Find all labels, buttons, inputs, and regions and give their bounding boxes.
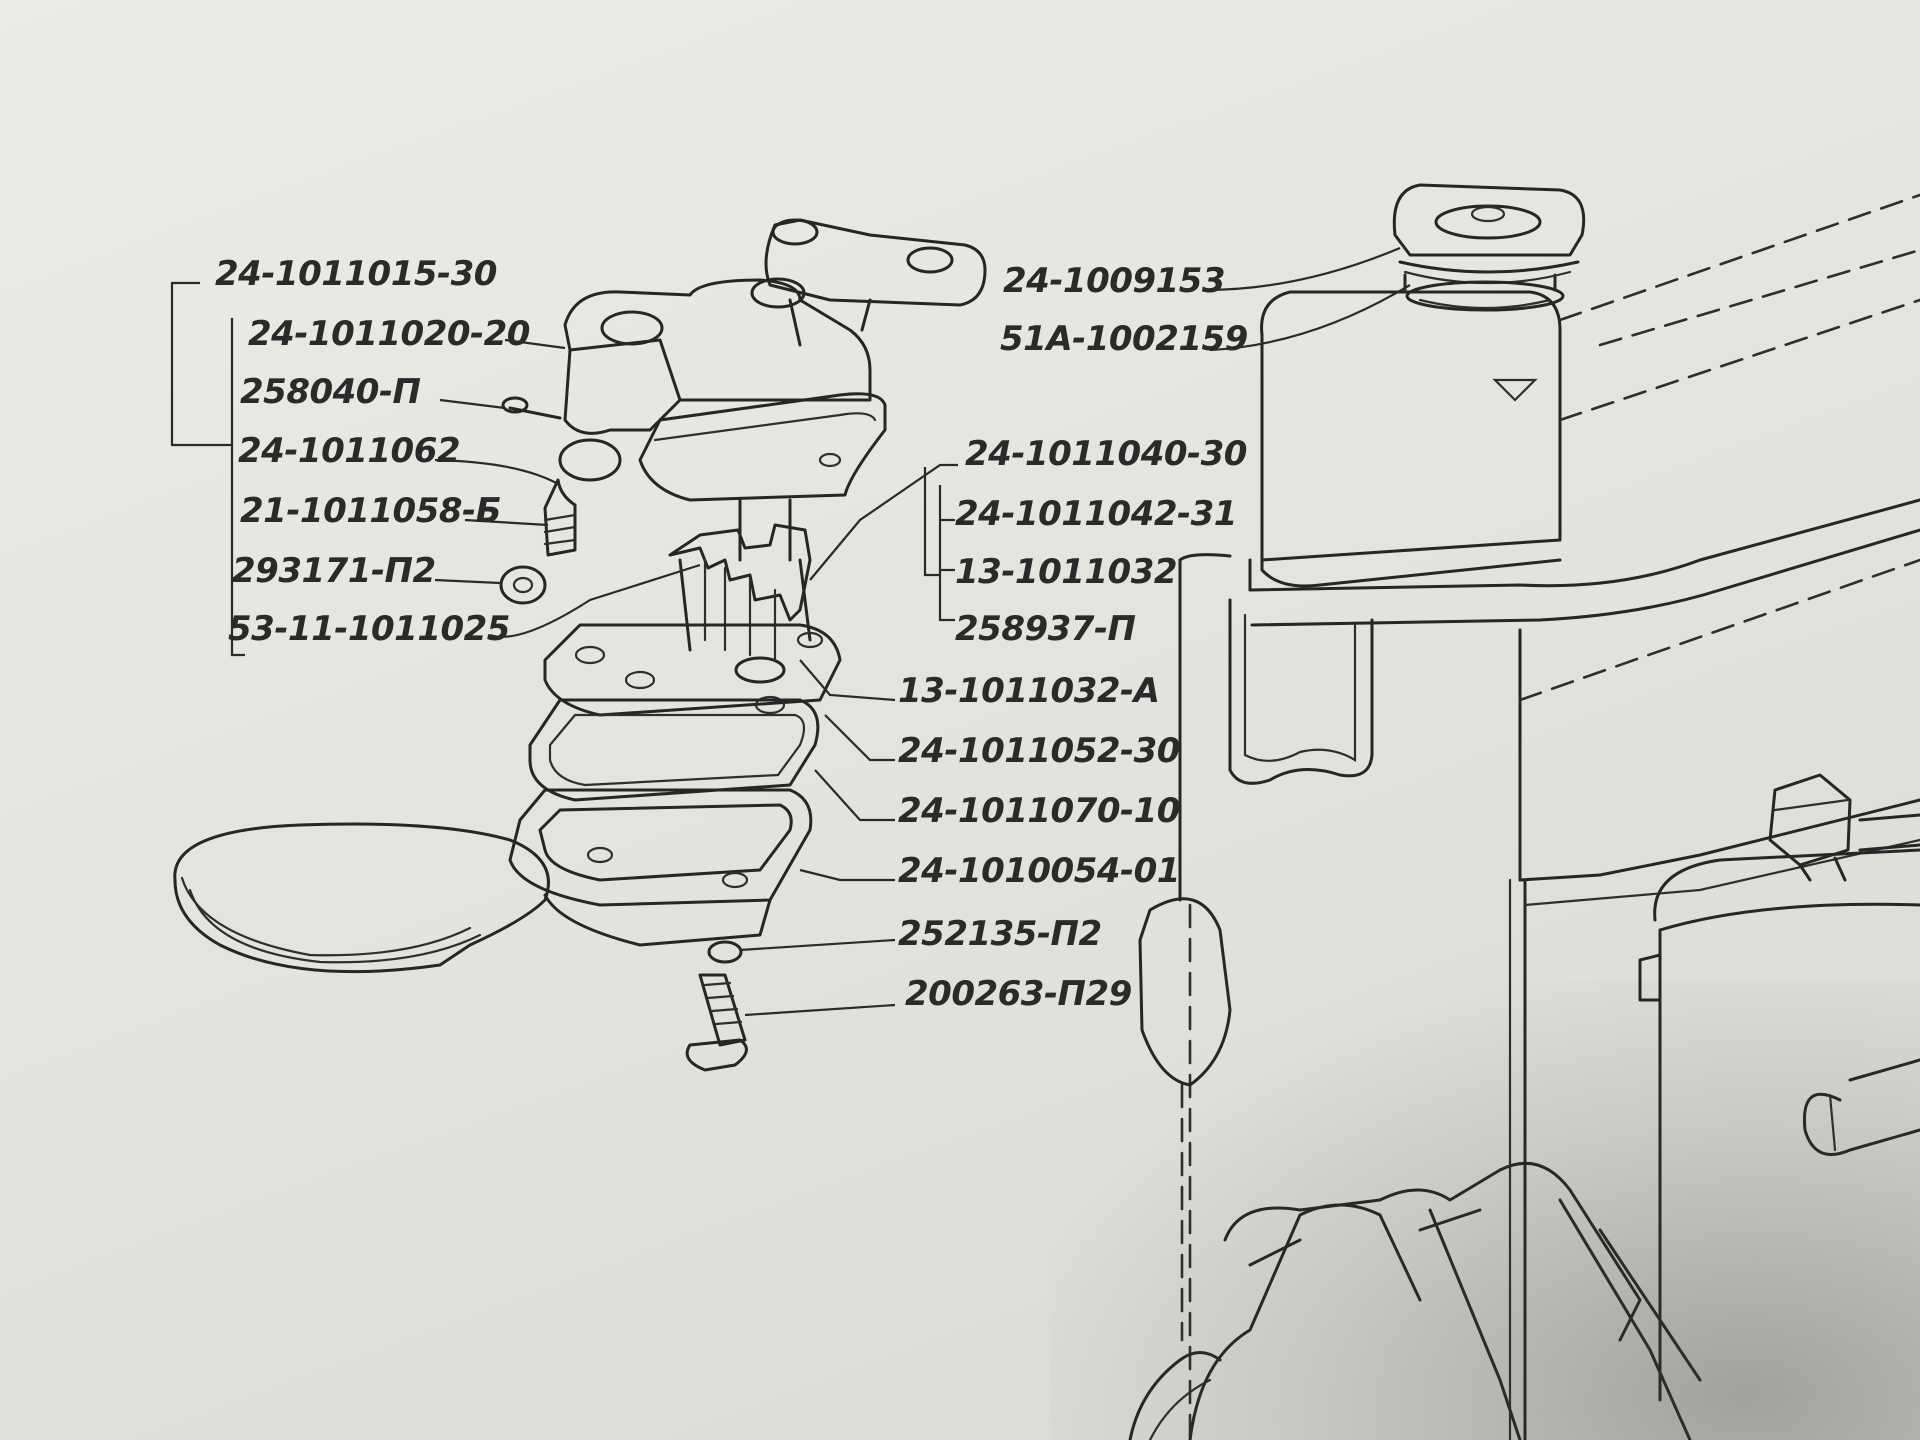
label-valve-spring: 21-1011058-Б: [240, 491, 501, 531]
label-body-screw: 258040-П: [240, 372, 421, 412]
label-cap-gasket: 51А-1002159: [1000, 319, 1248, 359]
label-oil-pump-assembly: 24-1011015-30: [215, 254, 497, 294]
label-pump-body: 24-1011020-20: [248, 314, 530, 354]
label-cover-bolt: 200263-П29: [905, 974, 1132, 1014]
label-cover-gasket: 24-1011070-10: [898, 791, 1180, 831]
label-intake-tube: 53-11-1011025: [228, 609, 510, 649]
oil-pump-drawing: [173, 218, 987, 1072]
part-labels: 24-1011015-30 24-1011020-20 258040-П 24-…: [215, 254, 1248, 1014]
label-pump-cover: 24-1011052-30: [898, 731, 1180, 771]
label-bolt-washer: 252135-П2: [898, 914, 1102, 954]
label-shaft-assembly: 24-1011040-30: [965, 434, 1247, 474]
filler-cap-drawing: [1392, 183, 1586, 312]
label-gear-pin: 258937-П: [955, 609, 1136, 649]
label-driven-gear: 13-1011032-А: [898, 671, 1159, 711]
engine-block-drawing: [1128, 183, 1920, 1440]
label-oil-sump-gasket: 24-1010054-01: [898, 851, 1180, 891]
label-shaft: 24-1011042-31: [955, 494, 1237, 534]
leader-lines: [170, 246, 1411, 1017]
label-valve-washer: 293171-П2: [232, 551, 436, 591]
label-valve-ball: 24-1011062: [238, 431, 460, 471]
label-drive-gear: 13-1011032: [955, 552, 1177, 592]
label-filler-cap: 24-1009153: [1003, 261, 1225, 301]
